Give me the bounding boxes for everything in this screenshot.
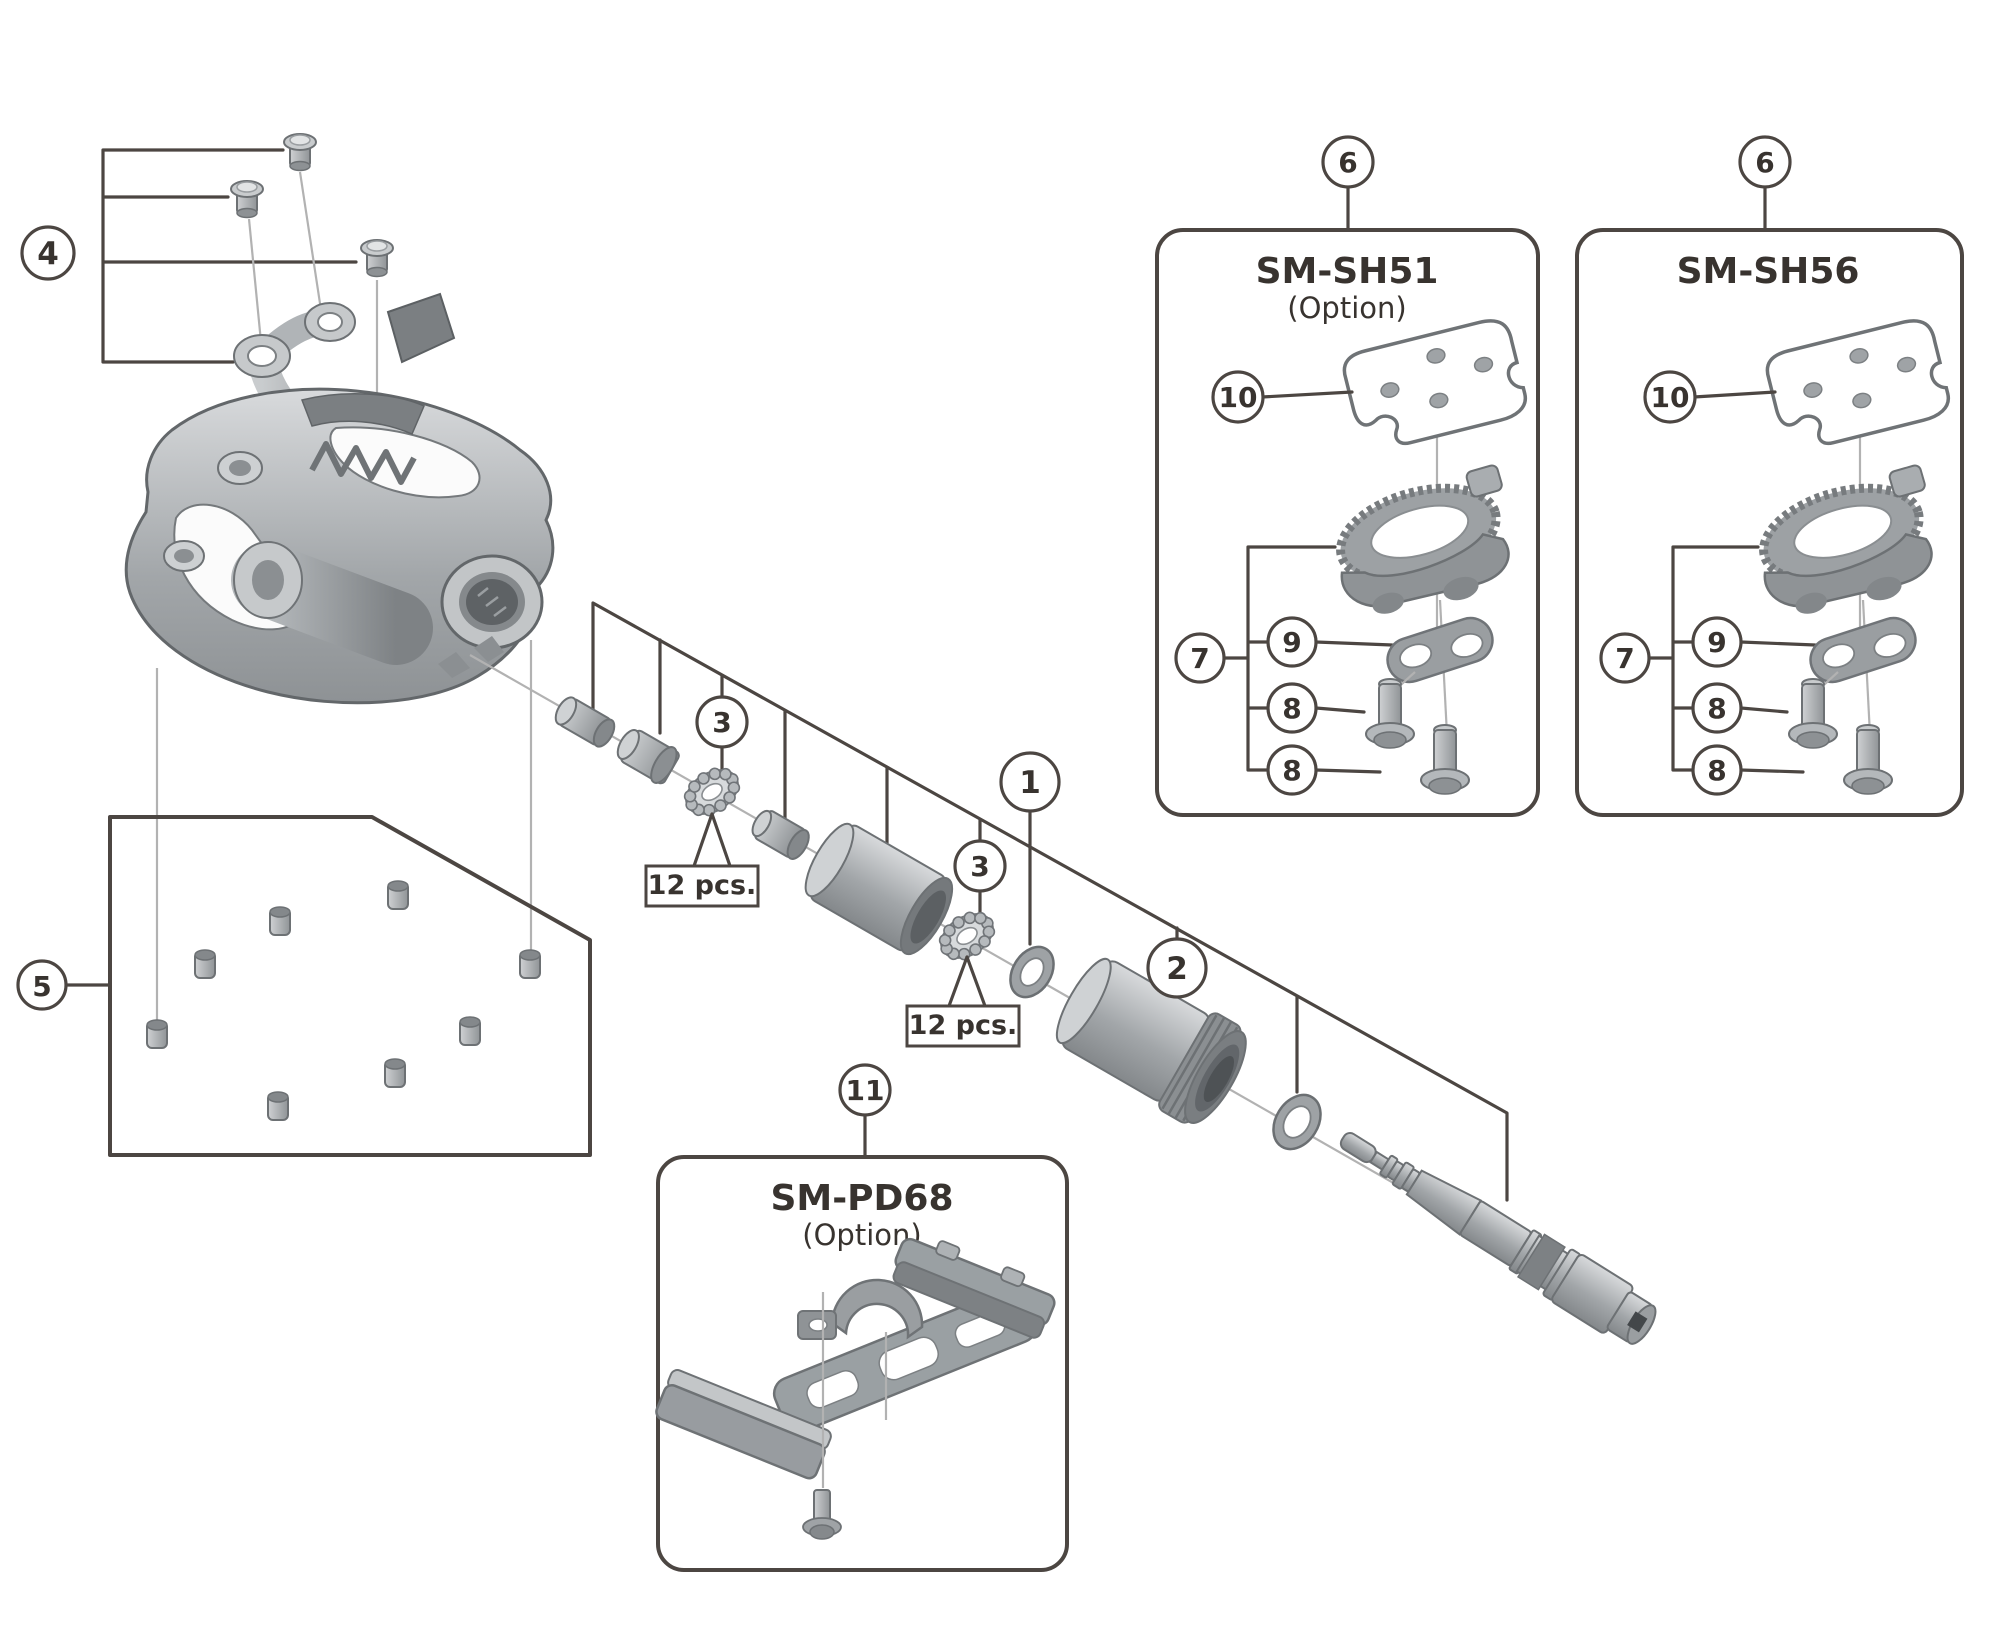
callout-6-sh56-label: 6 bbox=[1755, 146, 1774, 179]
pd68-title: SM-PD68 bbox=[770, 1178, 953, 1219]
o-ring bbox=[1272, 1093, 1322, 1151]
cleat-nut-plate bbox=[1761, 314, 1955, 456]
reflector-bar-rear bbox=[892, 1237, 1056, 1339]
qty-label-right: 12 pcs. bbox=[905, 955, 1021, 1048]
callout-7-sh56: 7 bbox=[1599, 632, 1651, 684]
callout-4-bracket bbox=[101, 148, 358, 364]
callout-8-sh56-a: 8 bbox=[1691, 682, 1743, 734]
qty-text-right: 12 pcs. bbox=[909, 1010, 1018, 1041]
pin-box-group: 5 bbox=[16, 640, 592, 1157]
callout-8-sh51-b: 8 bbox=[1266, 744, 1318, 796]
cleat-bolt bbox=[1365, 678, 1415, 749]
bearing-cup bbox=[751, 809, 810, 860]
callout-9-sh51-label: 9 bbox=[1282, 626, 1301, 659]
sh56-title: SM-SH56 bbox=[1677, 251, 1860, 292]
qty-text-left: 12 pcs. bbox=[648, 870, 757, 901]
cleat-bolt bbox=[1788, 678, 1838, 749]
reflector-clip bbox=[797, 1278, 924, 1340]
cleat-nut-plate bbox=[1338, 314, 1532, 456]
callout-10-sh51: 10 bbox=[1211, 370, 1265, 424]
cleat-body bbox=[1746, 464, 1953, 630]
callout-3-right-label: 3 bbox=[970, 850, 989, 883]
callout-1-bracket bbox=[591, 601, 1509, 1202]
callout-11: 11 bbox=[838, 1063, 892, 1117]
cage-screw bbox=[230, 180, 264, 219]
callout-6-sh51: 6 bbox=[1321, 135, 1375, 189]
callout-5: 5 bbox=[16, 959, 68, 1011]
callout-10-sh56: 10 bbox=[1643, 370, 1697, 424]
qty-label-left: 12 pcs. bbox=[644, 812, 760, 908]
callout-4-label: 4 bbox=[37, 236, 59, 272]
callout-6-sh51-label: 6 bbox=[1338, 146, 1357, 179]
cleat-washer bbox=[1380, 611, 1500, 689]
pin-box-outline bbox=[108, 815, 592, 1157]
axle-sleeve bbox=[804, 822, 954, 956]
cage-screw bbox=[360, 239, 394, 278]
traction-pins bbox=[146, 880, 541, 1121]
callout-8-sh51-a-label: 8 bbox=[1282, 692, 1301, 725]
pedal-body bbox=[124, 387, 555, 705]
callout-3-left-label: 3 bbox=[712, 706, 731, 739]
callout-8-sh56-b-label: 8 bbox=[1707, 754, 1726, 787]
pedal-axle bbox=[1339, 1132, 1657, 1345]
callout-4: 4 bbox=[20, 225, 76, 281]
callout-6-sh56: 6 bbox=[1738, 135, 1792, 189]
sh56-box-group: 6 SM-SH56 10 7 9 8 bbox=[1575, 135, 1964, 817]
sh51-box-group: 6 SM-SH51 (Option) 10 7 9 8 bbox=[1155, 135, 1540, 817]
callout-8-sh51-a: 8 bbox=[1266, 682, 1318, 734]
callout-7-sh56-label: 7 bbox=[1615, 642, 1634, 675]
callout-8-sh51-b-label: 8 bbox=[1282, 754, 1301, 787]
callout-8-sh56-a-label: 8 bbox=[1707, 692, 1726, 725]
pedal-teeth bbox=[438, 636, 504, 678]
reflector-bar-front bbox=[655, 1369, 832, 1480]
seal-washer bbox=[1009, 945, 1055, 999]
sh51-title: SM-SH51 bbox=[1256, 251, 1439, 292]
cage-screws-group: 4 bbox=[20, 133, 456, 487]
callout-11-label: 11 bbox=[846, 1074, 885, 1107]
pd68-box-group: 11 SM-PD68 (Option) bbox=[655, 1063, 1069, 1572]
cleat-washer bbox=[1803, 611, 1923, 689]
pedal-hub-opening bbox=[440, 554, 544, 650]
callout-7-bracket-sh51 bbox=[1222, 545, 1337, 772]
cleat-body bbox=[1323, 464, 1530, 630]
callout-9-sh51: 9 bbox=[1266, 616, 1318, 668]
callout-2-label: 2 bbox=[1166, 951, 1188, 987]
sh56-box-outline bbox=[1575, 228, 1964, 817]
callout-9-sh56: 9 bbox=[1691, 616, 1743, 668]
callout-10-sh51-label: 10 bbox=[1219, 381, 1258, 414]
callout-3-left: 3 bbox=[695, 695, 749, 749]
callout-10-sh56-label: 10 bbox=[1651, 381, 1690, 414]
callout-9-sh56-label: 9 bbox=[1707, 626, 1726, 659]
callout-7-sh51-label: 7 bbox=[1190, 642, 1209, 675]
cage-screw bbox=[283, 133, 317, 172]
sh51-subtitle: (Option) bbox=[1287, 291, 1406, 325]
cleat-bolt bbox=[1420, 724, 1470, 795]
axle-assembly-group: 12 pcs. 12 pcs. 3 3 1 2 bbox=[469, 601, 1657, 1345]
callout-7-sh51: 7 bbox=[1174, 632, 1226, 684]
axle-locknut bbox=[554, 696, 616, 748]
binding-spring bbox=[309, 441, 417, 485]
callout-8-sh56-b: 8 bbox=[1691, 744, 1743, 796]
axle-cone-nut bbox=[616, 729, 680, 785]
callout-7-bracket-sh56 bbox=[1647, 545, 1760, 772]
pd68-box-outline bbox=[656, 1155, 1069, 1572]
callout-1-label: 1 bbox=[1019, 765, 1041, 801]
cleat-bolt bbox=[1843, 724, 1893, 795]
callout-2: 2 bbox=[1146, 937, 1208, 999]
callout-1: 1 bbox=[999, 751, 1061, 813]
callout-3-right: 3 bbox=[953, 839, 1007, 893]
callout-5-label: 5 bbox=[32, 970, 51, 1003]
axle-unit-cone bbox=[1055, 957, 1247, 1124]
sh51-box-outline bbox=[1155, 228, 1540, 817]
reflector-screw bbox=[802, 1489, 842, 1540]
